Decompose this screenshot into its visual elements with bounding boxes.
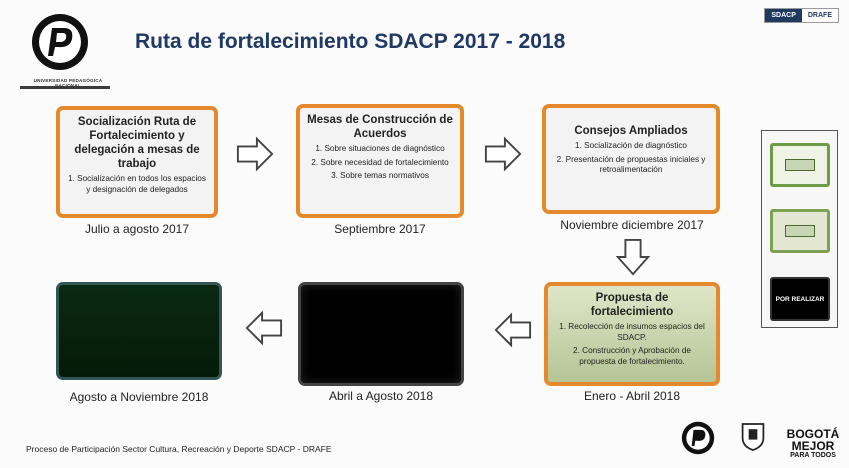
- step-6-box: [56, 282, 222, 380]
- legend-in-progress: [770, 209, 830, 253]
- step-5-caption: Abril a Agosto 2018: [328, 389, 434, 403]
- arrow-left-icon: [494, 312, 532, 348]
- logo-text: UNIVERSIDAD PEDAGÓGICA NACIONAL: [33, 78, 103, 88]
- step-2-item-1: 1. Sobre situaciones de diagnóstico: [315, 144, 445, 154]
- bogota-shield-icon: [741, 423, 765, 451]
- bogota-line-2: MEJOR: [791, 439, 835, 453]
- legend-pending: POR REALIZAR: [770, 277, 830, 321]
- step-2-caption: Septiembre 2017: [334, 222, 426, 236]
- arrow-right-icon: [484, 136, 522, 172]
- step-6-caption: Agosto a Noviembre 2018: [69, 390, 209, 404]
- legend-in-progress-swatch: [785, 225, 815, 237]
- step-2-title: Mesas de Construcción de Acuerdos: [307, 114, 453, 141]
- legend-completed: [770, 143, 830, 187]
- step-2-box: Mesas de Construcción de Acuerdos 1. Sob…: [296, 104, 464, 218]
- arrow-left-icon: [245, 310, 283, 346]
- footer-text: Proceso de Participación Sector Cultura,…: [26, 444, 332, 454]
- tag-group: SDACP DRAFE: [764, 8, 839, 23]
- step-2-item-3: 3. Sobre temas normativos: [331, 171, 429, 181]
- university-footer-logo: [681, 421, 715, 455]
- bogota-line-3: PARA TODOS: [790, 452, 836, 459]
- step-1-title: Socialización Ruta de Fortalecimiento y …: [74, 116, 200, 171]
- arrow-down-icon: [615, 238, 651, 276]
- step-3-caption: Noviembre diciembre 2017: [560, 218, 704, 232]
- step-3-box: Consejos Ampliados 1. Socialización de d…: [542, 104, 720, 214]
- legend-panel: POR REALIZAR: [761, 130, 838, 328]
- step-4-item-1: 1. Recolección de insumos espacios del S…: [559, 322, 705, 342]
- page-title: Ruta de fortalecimiento SDACP 2017 - 201…: [135, 30, 566, 53]
- university-logo: [32, 14, 88, 70]
- step-3-title: Consejos Ampliados: [574, 125, 688, 137]
- header-rule: [20, 86, 110, 89]
- step-4-box: Propuesta de fortalecimiento 1. Recolecc…: [544, 282, 720, 386]
- bogota-line-1: BOGOTÁ: [786, 427, 840, 441]
- step-4-item-2: 2. Construcción y Aprobación de propuest…: [573, 346, 691, 366]
- step-3-item-2: 2. Presentación de propuestas iniciales …: [556, 154, 706, 175]
- step-1-caption: Julio a agosto 2017: [84, 222, 190, 236]
- step-1-item-1: 1. Socialización en todos los espacios y…: [68, 174, 206, 194]
- tag-sdacp: SDACP: [765, 9, 802, 22]
- step-2-item-2: 2. Sobre necesidad de fortalecimiento: [311, 157, 449, 167]
- step-1-box: Socialización Ruta de Fortalecimiento y …: [56, 106, 218, 218]
- tag-drafe: DRAFE: [801, 9, 838, 22]
- step-5-box: [298, 282, 464, 386]
- step-4-title: Propuesta de fortalecimiento: [590, 292, 674, 319]
- step-3-item-1: 1. Socialización de diagnóstico: [575, 141, 687, 151]
- step-4-caption: Enero - Abril 2018: [583, 389, 681, 403]
- arrow-right-icon: [236, 136, 274, 172]
- legend-completed-swatch: [785, 159, 815, 171]
- bogota-mejor-logo: BOGOTÁ MEJOR PARA TODOS: [786, 428, 840, 459]
